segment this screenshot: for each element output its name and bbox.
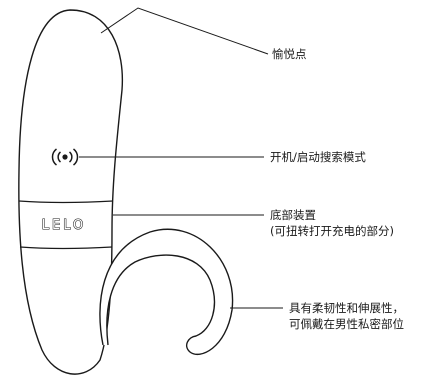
- callout-tail-line2: 可佩戴在男性私密部位: [289, 317, 404, 331]
- brand-logo: LELO: [42, 218, 86, 233]
- device-body: [18, 9, 124, 375]
- flexible-tail: [99, 228, 234, 356]
- base-divider-bottom: [19, 246, 113, 250]
- callout-button: 开机/启动搜索模式: [270, 150, 366, 164]
- callout-base-title: 底部装置: [270, 208, 316, 222]
- base-divider-top: [18, 200, 114, 204]
- leader-lines: [79, 7, 283, 309]
- wireless-power-icon: [51, 148, 79, 166]
- callout-tip: 愉悦点: [272, 47, 307, 61]
- leader-tip: [100, 7, 269, 55]
- callout-tail-line1: 具有柔韧性和伸展性，: [289, 301, 404, 315]
- callout-base-note: (可扭转打开充电的部分): [270, 224, 394, 238]
